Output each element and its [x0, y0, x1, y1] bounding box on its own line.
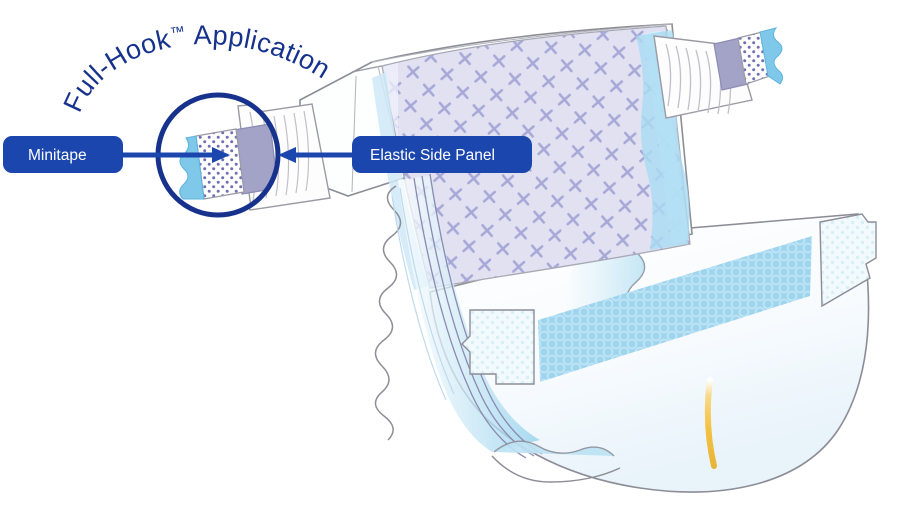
crotch-edge [491, 455, 621, 483]
minitape-arrow-head [212, 147, 230, 163]
tab-hook-purple [713, 37, 749, 91]
headline-suffix: Application [193, 20, 335, 85]
fastening-tab-upper [653, 27, 784, 119]
patch-lower-left [461, 309, 535, 385]
esp-label: Elastic Side Panel [370, 147, 495, 164]
headline-main: Full-Hook [58, 24, 174, 117]
waistband-line-2 [371, 23, 673, 63]
leg-cuff-left-ruffle [374, 185, 402, 441]
wetness-indicator [704, 377, 717, 469]
patch-right-edge [819, 213, 877, 308]
callout-elastic-side-panel[interactable]: Elastic Side Panel [278, 136, 532, 173]
headline-suffix-space [185, 21, 194, 51]
esp-arrow-head [278, 147, 296, 163]
mag-minitape-edge [179, 135, 205, 200]
diaper-body [299, 23, 877, 493]
tab-edge-wavy [759, 27, 784, 85]
esp-callout-box[interactable] [352, 136, 532, 173]
callout-minitape[interactable]: Minitape [3, 136, 230, 173]
landing-zone [538, 236, 812, 382]
magnifier-content [158, 95, 278, 215]
leg-cuff-left-fill [398, 176, 540, 452]
minitape-callout-box[interactable] [3, 136, 123, 173]
cuff-inner-lines [391, 187, 455, 401]
crotch-ruffle [493, 440, 615, 457]
headline-trademark: ™ [169, 23, 187, 42]
minitape-label: Minitape [28, 147, 87, 164]
